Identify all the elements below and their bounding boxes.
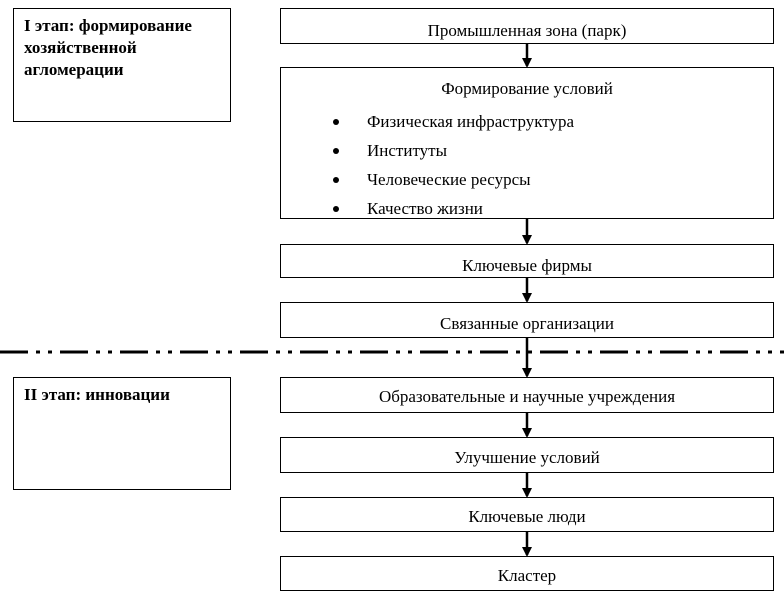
condition-quality-of-life: Качество жизни [367, 199, 483, 218]
related-orgs-label: Связанные организации [440, 314, 614, 333]
key-firms-box: Ключевые фирмы [280, 244, 774, 278]
cluster-label: Кластер [497, 566, 557, 585]
stage2-label: II этап: инновации [24, 385, 170, 404]
condition-institutes: Институты [367, 141, 448, 160]
stage1-label: I этап: формирование хозяйственной аглом… [24, 16, 192, 79]
condition-physical-infrastructure: Физическая инфраструктура [367, 112, 575, 131]
list-item: Человеческие ресурсы [331, 165, 574, 194]
related-orgs-box: Связанные организации [280, 302, 774, 338]
key-firms-label: Ключевые фирмы [462, 256, 592, 275]
education-science-label: Образовательные и научные учреждения [378, 387, 676, 406]
industrial-zone-label: Промышленная зона (парк) [427, 21, 627, 40]
stage1-box: I этап: формирование хозяйственной аглом… [13, 8, 231, 122]
list-item: Качество жизни [331, 194, 574, 223]
list-item: Институты [331, 136, 574, 165]
bullet-icon [333, 119, 339, 125]
list-item: Физическая инфраструктура [331, 107, 574, 136]
industrial-zone-box: Промышленная зона (парк) [280, 8, 774, 44]
conditions-title-label: Формирование условий [441, 79, 613, 98]
bullet-icon [333, 148, 339, 154]
conditions-list: Физическая инфраструктура Институты Чело… [331, 107, 574, 223]
bullet-icon [333, 206, 339, 212]
condition-human-resources: Человеческие ресурсы [367, 170, 531, 189]
education-science-box: Образовательные и научные учреждения [280, 377, 774, 413]
key-people-box: Ключевые люди [280, 497, 774, 532]
stage2-box: II этап: инновации [13, 377, 231, 490]
improve-conditions-label: Улучшение условий [454, 448, 600, 467]
key-people-label: Ключевые люди [468, 507, 586, 526]
conditions-list-box: Физическая инфраструктура Институты Чело… [280, 101, 774, 219]
bullet-icon [333, 177, 339, 183]
